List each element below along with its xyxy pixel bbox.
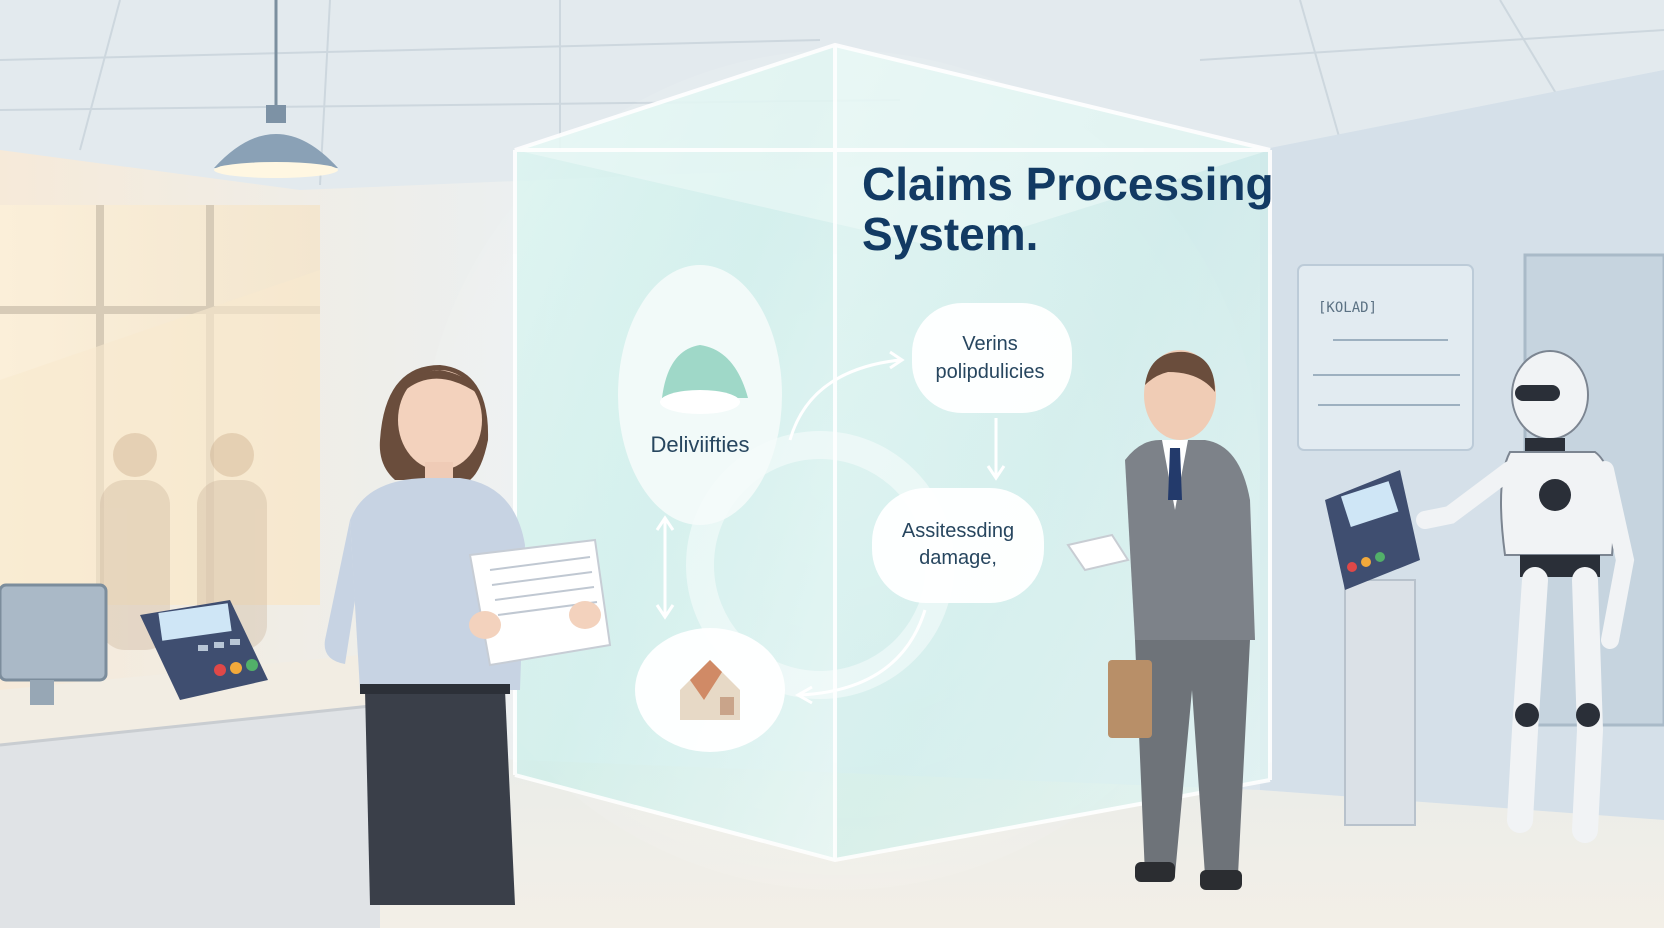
kiosk-terminal: [1325, 470, 1420, 826]
bubble-bottom: [635, 628, 785, 752]
briefcase-icon: [1108, 660, 1152, 738]
car-icon: [660, 345, 748, 414]
bubble-top-line-1: Verins: [962, 333, 1018, 355]
wall-screen-label: [KOLAD]: [1318, 300, 1377, 316]
robot-icon: [1416, 350, 1635, 843]
computer-monitor: [0, 583, 108, 705]
bubble-right: Assitessding damage,: [872, 488, 1044, 603]
bubble-top-line-2: polipdulicies: [936, 361, 1045, 383]
title-line-2: System.: [862, 208, 1038, 260]
bubble-left: Deliviifties: [618, 265, 782, 525]
title-line-1: Claims Processing: [862, 158, 1274, 210]
front-desk: [0, 655, 381, 928]
woman-agent: [324, 365, 612, 905]
house-damage-icon: [680, 660, 740, 720]
payment-terminal-icon: [140, 600, 268, 700]
bubble-right-line-2: damage,: [919, 547, 997, 569]
man-agent: [1066, 350, 1255, 890]
bubble-top: Verins polipdulicies: [912, 303, 1072, 413]
bubble-left-label: Deliviifties: [650, 432, 749, 457]
wall-screen: [KOLAD]: [1297, 264, 1474, 451]
bubble-right-line-1: Assitessding: [902, 520, 1014, 542]
pendant-lamp-icon: [214, 0, 338, 178]
process-arrows: [655, 350, 1006, 705]
window: [0, 205, 320, 605]
